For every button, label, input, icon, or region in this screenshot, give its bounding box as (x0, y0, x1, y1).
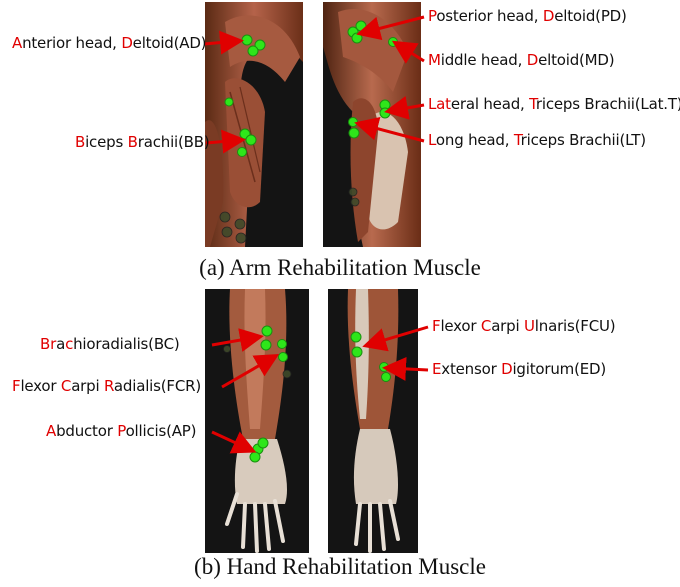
label-lateral-triceps: Lateral head, Triceps Brachii(Lat.T) (428, 95, 680, 113)
label-highlight: c (65, 335, 73, 353)
label-highlight: E (432, 360, 441, 378)
caption-hand: (b) Hand Rehabilitation Muscle (0, 554, 680, 580)
label-text: nterior head, (22, 34, 121, 52)
label-extensor-digitorum: Extensor Digitorum(ED) (432, 360, 606, 378)
arm-back-image (323, 2, 421, 247)
arm-front-image (205, 2, 303, 247)
label-highlight: C (481, 317, 491, 335)
label-long-triceps: Long head, Triceps Brachii(LT) (428, 131, 646, 149)
label-flexor-carpi-ulnaris: Flexor Carpi Ulnaris(FCU) (432, 317, 615, 335)
forearm-back-image (328, 289, 418, 553)
label-highlight: U (524, 317, 535, 335)
label-highlight: C (61, 377, 71, 395)
label-text: riceps Brachii(LT) (521, 131, 646, 149)
label-text: osterior head, (436, 7, 543, 25)
label-text: lnaris(FCU) (535, 317, 616, 335)
label-highlight: M (428, 51, 441, 69)
label-highlight: L (428, 131, 436, 149)
label-text: arpi (71, 377, 104, 395)
label-text: hioradialis(BC) (73, 335, 179, 353)
label-highlight: D (527, 51, 538, 69)
label-middle-deltoid: Middle head, Deltoid(MD) (428, 51, 614, 69)
label-text: bductor (56, 422, 117, 440)
forearm-front-image (205, 289, 309, 553)
label-text: iddle head, (441, 51, 527, 69)
label-flexor-carpi-radialis: Flexor Carpi Radialis(FCR) (12, 377, 201, 395)
label-text: ollicis(AP) (126, 422, 197, 440)
label-highlight: D (121, 34, 132, 52)
label-text: rachii(BB) (138, 133, 210, 151)
label-biceps-brachii: Biceps Brachii(BB) (75, 133, 209, 151)
label-text: lexor (440, 317, 480, 335)
label-text: iceps (85, 133, 128, 151)
label-text: riceps Brachii(Lat.T) (536, 95, 680, 113)
label-text: eltoid(AD) (133, 34, 207, 52)
label-highlight: T (514, 131, 521, 149)
label-highlight: A (46, 422, 56, 440)
label-text: arpi (491, 317, 524, 335)
label-text: xtensor (441, 360, 501, 378)
label-text: eltoid(MD) (538, 51, 614, 69)
label-anterior-deltoid: Anterior head, Deltoid(AD) (12, 34, 206, 52)
label-text: eltoid(PD) (554, 7, 626, 25)
label-text: lexor (20, 377, 60, 395)
label-highlight: D (543, 7, 554, 25)
label-posterior-deltoid: Posterior head, Deltoid(PD) (428, 7, 627, 25)
label-text: ong head, (436, 131, 514, 149)
label-highlight: Lat (428, 95, 451, 113)
label-highlight: T (529, 95, 536, 113)
label-text: adialis(FCR) (114, 377, 201, 395)
label-highlight: A (12, 34, 22, 52)
label-highlight: B (128, 133, 138, 151)
label-highlight: Br (40, 335, 56, 353)
label-brachioradialis: Brachioradialis(BC) (40, 335, 180, 353)
label-text: eral head, (451, 95, 529, 113)
label-text: igitorum(ED) (512, 360, 606, 378)
caption-arm: (a) Arm Rehabilitation Muscle (0, 255, 680, 281)
label-highlight: D (501, 360, 512, 378)
label-highlight: P (117, 422, 125, 440)
label-highlight: B (75, 133, 85, 151)
label-highlight: R (104, 377, 114, 395)
label-text: a (56, 335, 65, 353)
label-abductor-pollicis: Abductor Pollicis(AP) (46, 422, 196, 440)
